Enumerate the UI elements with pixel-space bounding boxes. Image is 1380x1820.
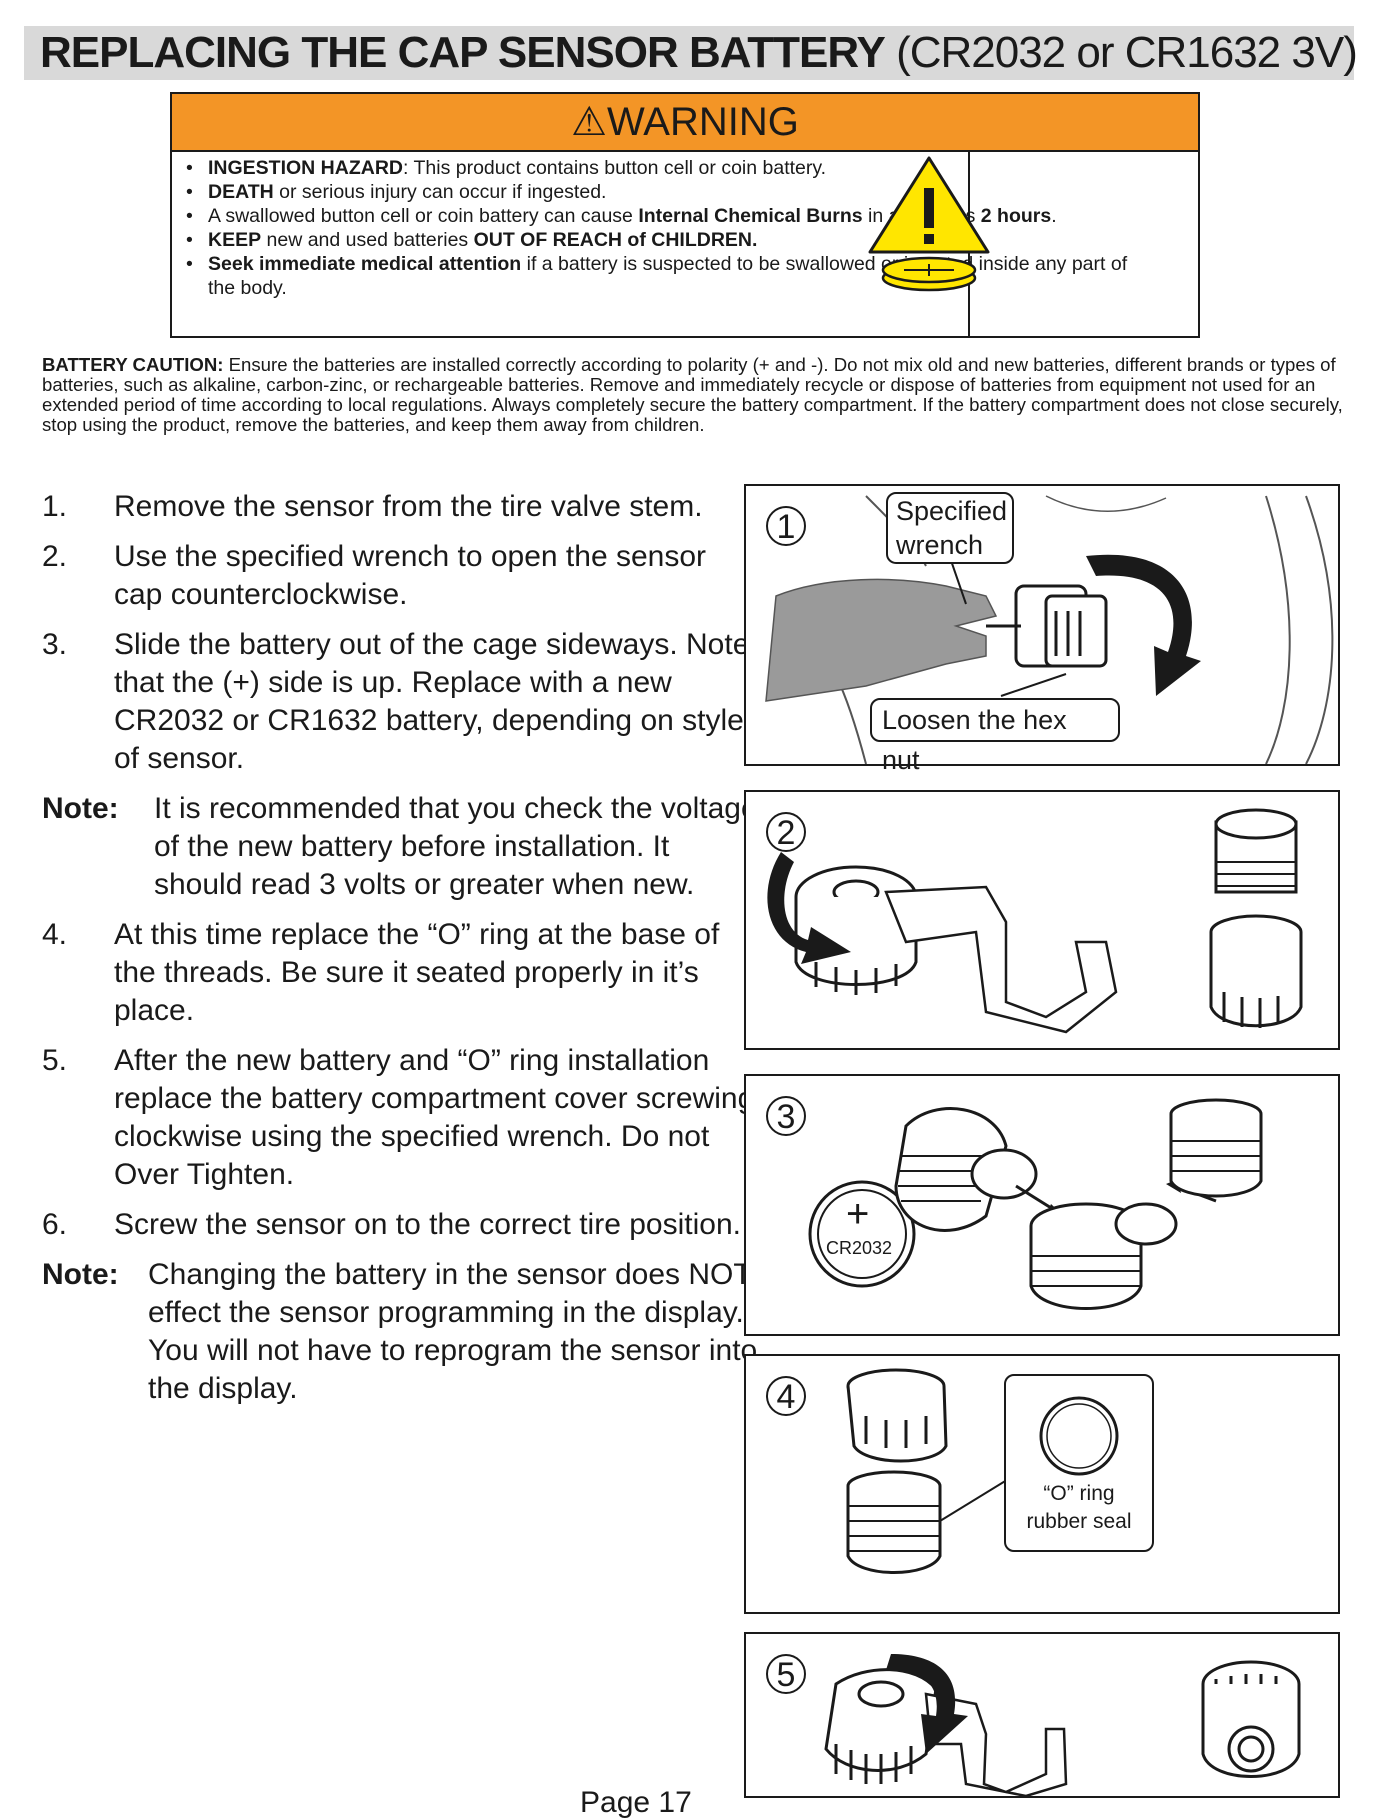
step-text: At this time replace the “O” ring at the… bbox=[114, 918, 720, 1027]
step-number: 5. bbox=[42, 1044, 68, 1077]
warning-emphasis: Internal Chemical Burns bbox=[638, 205, 863, 227]
figure-panel-2: 2 bbox=[744, 790, 1340, 1050]
step-text: After the new battery and “O” ring insta… bbox=[114, 1044, 755, 1191]
figure-number-1: 1 bbox=[766, 506, 806, 546]
step-4: 4. At this time replace the “O” ring at t… bbox=[42, 916, 762, 1030]
callout-line: rubber seal bbox=[1026, 1510, 1132, 1533]
warning-item: KEEP new and used batteries OUT OF REACH… bbox=[182, 228, 1132, 252]
figure-panel-4: 4 “O” ring rubber seal bbox=[744, 1354, 1340, 1614]
warning-text: new and used batteries bbox=[261, 229, 474, 251]
title-bold: REPLACING THE CAP SENSOR BATTERY bbox=[40, 28, 886, 77]
figure-number-4: 4 bbox=[766, 1376, 806, 1416]
instruction-steps: 1. Remove the sensor from the tire valve … bbox=[42, 488, 762, 1420]
callout-line: “O” ring bbox=[1043, 1482, 1115, 1505]
note-label: Note: bbox=[42, 792, 119, 825]
warning-item: INGESTION HAZARD: This product contains … bbox=[182, 156, 1132, 180]
step-number: 4. bbox=[42, 918, 68, 951]
note-1: Note: It is recommended that you check th… bbox=[42, 790, 762, 904]
specified-wrench-callout: Specified wrench bbox=[886, 492, 1014, 564]
warning-text: if a battery is suspected to be swallowe… bbox=[208, 253, 1128, 299]
step-5: 5. After the new battery and “O” ring ins… bbox=[42, 1042, 762, 1194]
note-text: Changing the battery in the sensor does … bbox=[148, 1258, 758, 1405]
step-number: 1. bbox=[42, 490, 68, 523]
battery-caution: BATTERY CAUTION: Ensure the batteries ar… bbox=[42, 355, 1362, 435]
caution-label: BATTERY CAUTION: bbox=[42, 354, 224, 375]
o-ring-detail-icon bbox=[1039, 1396, 1119, 1476]
caution-text: Ensure the batteries are installed corre… bbox=[42, 354, 1343, 435]
step-2: 2. Use the specified wrench to open the s… bbox=[42, 538, 762, 614]
figure-panel-1: 1 Specified wrench Loosen the hex nut bbox=[744, 484, 1340, 775]
step-number: 2. bbox=[42, 540, 68, 573]
figure-number-3: 3 bbox=[766, 1096, 806, 1136]
title-normal: (CR2032 or CR1632 3V) bbox=[896, 28, 1358, 77]
note-2: Note: Changing the battery in the sensor … bbox=[42, 1256, 762, 1408]
battery-replace-illustration bbox=[808, 1098, 1263, 1310]
warning-text: . bbox=[1051, 205, 1057, 227]
warning-text: : This product contains button cell or c… bbox=[403, 157, 827, 179]
warning-item: DEATH or serious injury can occur if ing… bbox=[182, 180, 1132, 204]
figure-number-5: 5 bbox=[766, 1654, 806, 1694]
figure-number-2: 2 bbox=[766, 812, 806, 852]
open-cap-illustration bbox=[767, 808, 1303, 1034]
step-1: 1. Remove the sensor from the tire valve … bbox=[42, 488, 762, 526]
warning-heading: ⚠WARNING bbox=[172, 94, 1198, 152]
battery-label: CR2032 bbox=[826, 1238, 893, 1258]
warning-emphasis: DEATH bbox=[208, 181, 274, 203]
step-text: Use the specified wrench to open the sen… bbox=[114, 540, 707, 611]
figure-panel-3: 3 + CR2032 bbox=[744, 1074, 1340, 1336]
warning-emphasis: KEEP bbox=[208, 229, 262, 251]
warning-emphasis: OUT OF REACH of CHILDREN. bbox=[473, 229, 758, 251]
note-text: It is recommended that you check the vol… bbox=[154, 792, 758, 901]
callout-line: Specified bbox=[896, 496, 1008, 526]
step-6: 6. Screw the sensor on to the correct tir… bbox=[42, 1206, 762, 1244]
warning-box: ⚠WARNING INGESTION HAZARD: This product … bbox=[170, 92, 1200, 338]
warning-emphasis: 2 hours bbox=[980, 205, 1052, 227]
step-number: 6. bbox=[42, 1208, 68, 1241]
step-text: Slide the battery out of the cage sidewa… bbox=[114, 628, 750, 775]
callout-line: wrench bbox=[896, 530, 984, 560]
loosen-hex-nut-callout: Loosen the hex nut bbox=[870, 698, 1120, 775]
warning-item: Seek immediate medical attention if a ba… bbox=[182, 252, 1132, 300]
title-bar bbox=[24, 26, 1354, 80]
warning-emphasis: INGESTION HAZARD bbox=[208, 157, 403, 179]
remove-sensor-illustration bbox=[765, 495, 1334, 764]
note-label: Note: bbox=[42, 1258, 119, 1291]
warning-list: INGESTION HAZARD: This product contains … bbox=[182, 156, 1132, 300]
warning-text: A swallowed button cell or coin battery … bbox=[208, 205, 639, 227]
step-number: 3. bbox=[42, 628, 68, 661]
step-text: Remove the sensor from the tire valve st… bbox=[114, 490, 703, 523]
step-3: 3. Slide the battery out of the cage side… bbox=[42, 626, 762, 778]
step-text: Screw the sensor on to the correct tire … bbox=[114, 1208, 741, 1241]
page-number: Page 17 bbox=[580, 1786, 692, 1819]
warning-item: A swallowed button cell or coin battery … bbox=[182, 204, 1132, 228]
close-cap-illustration bbox=[824, 1654, 1301, 1796]
page-title: REPLACING THE CAP SENSOR BATTERY (CR2032… bbox=[40, 26, 1358, 80]
figure-panel-5: 5 bbox=[744, 1632, 1340, 1798]
warning-emphasis: Seek immediate medical attention bbox=[208, 253, 522, 275]
warning-text: or serious injury can occur if ingested. bbox=[273, 181, 607, 203]
battery-hazard-icon bbox=[868, 156, 990, 292]
battery-plus-sign: + bbox=[846, 1192, 870, 1236]
